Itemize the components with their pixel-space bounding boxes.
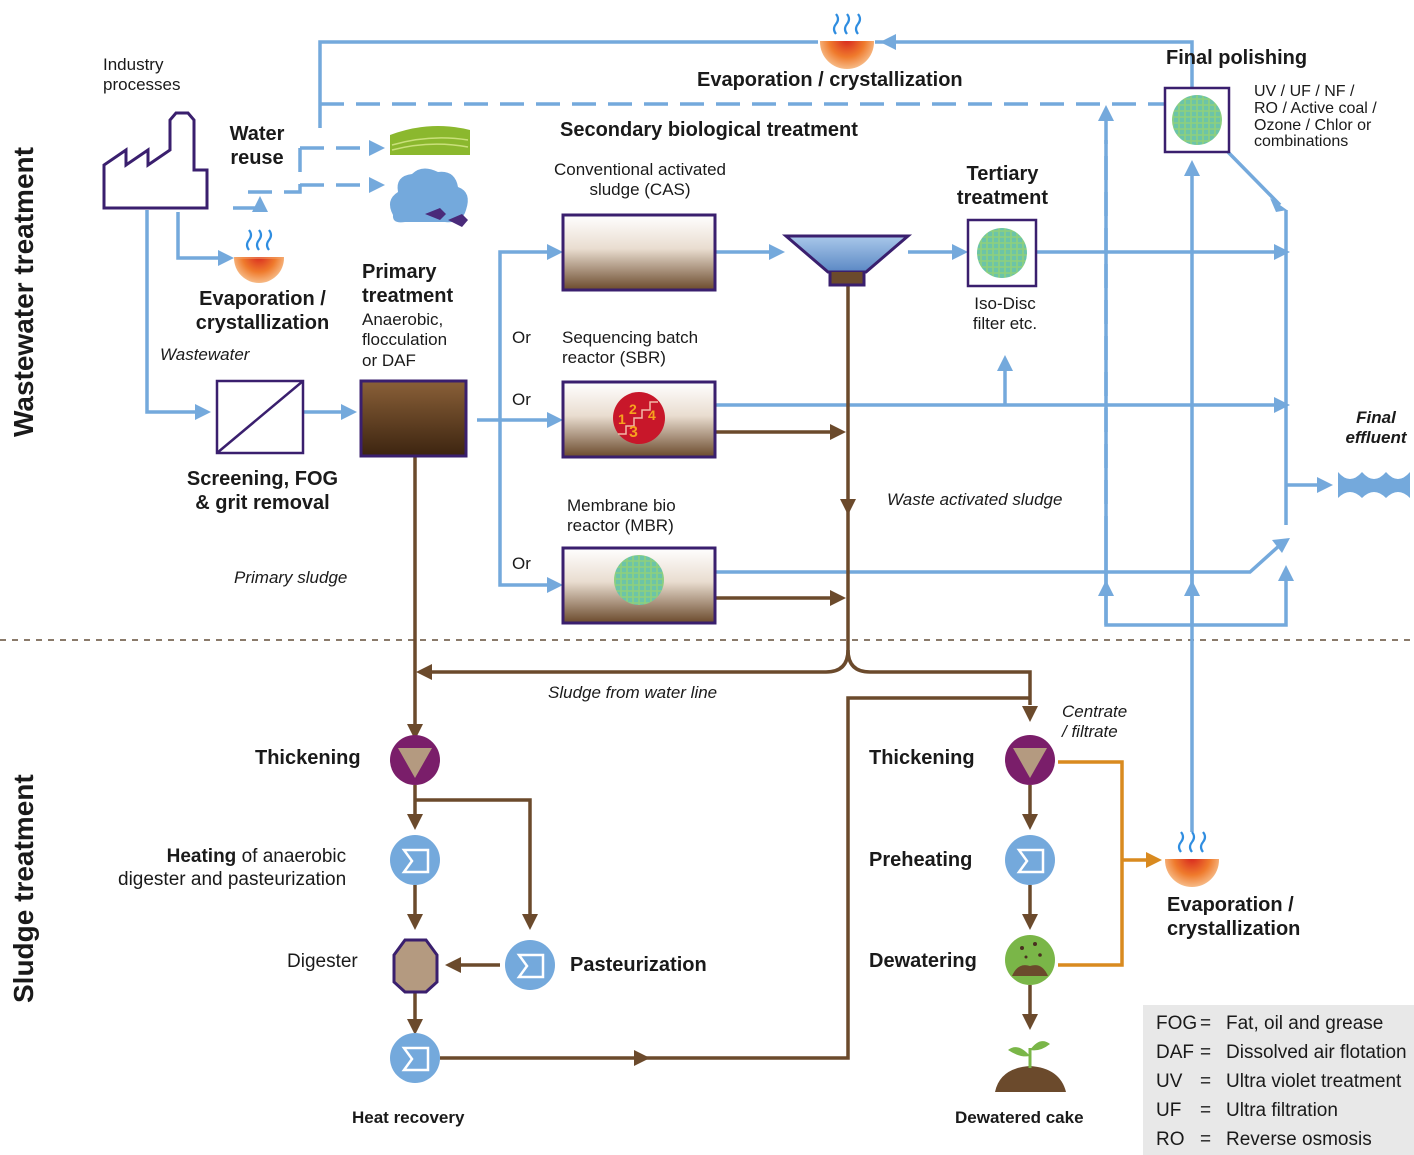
thickening-label-left: Thickening bbox=[255, 747, 361, 769]
legend-row: FOG=Fat, oil and grease bbox=[1156, 1013, 1384, 1034]
or-label-3: Or bbox=[512, 554, 531, 573]
section-label-wastewater: Wastewater treatment bbox=[8, 147, 39, 437]
final-polishing-title: Final polishing bbox=[1166, 47, 1308, 69]
legend-row: UF=Ultra filtration bbox=[1156, 1100, 1338, 1121]
centrate-arrowhead bbox=[1146, 852, 1162, 868]
polishing-methods-label: UV / UF / NF /RO / Active coal /Ozone / … bbox=[1254, 83, 1377, 151]
pasteurization-label: Pasteurization bbox=[570, 954, 707, 976]
screening-label: Screening, FOG& grit removal bbox=[186, 468, 339, 514]
sbr-digit-4: 4 bbox=[648, 407, 656, 423]
centrate-line bbox=[1058, 760, 1148, 967]
reuse-lines bbox=[240, 102, 1165, 540]
abbreviation-legend: FOG=Fat, oil and grease DAF=Dissolved ai… bbox=[1143, 1005, 1414, 1155]
evaporation-label-top: Evaporation / crystallization bbox=[697, 69, 963, 91]
thickening-label-right: Thickening bbox=[869, 747, 975, 769]
dewatering-icon bbox=[1005, 935, 1055, 985]
legend-row: RO=Reverse osmosis bbox=[1156, 1129, 1372, 1150]
final-polishing-filter-icon bbox=[1163, 86, 1231, 154]
river-fish-icon bbox=[389, 168, 468, 227]
clarifier-icon bbox=[781, 234, 913, 287]
section-label-sludge: Sludge treatment bbox=[8, 774, 39, 1003]
or-label-1: Or bbox=[512, 328, 531, 347]
evaporation-label-left: Evaporation /crystallization bbox=[195, 288, 330, 334]
farmland-icon bbox=[390, 126, 470, 155]
evaporation-icon-right bbox=[1165, 831, 1219, 887]
primary-tank bbox=[359, 379, 468, 458]
sbr-digit-1: 1 bbox=[618, 411, 626, 427]
tertiary-filter-icon bbox=[966, 218, 1038, 288]
heat-recovery-label: Heat recovery bbox=[352, 1108, 465, 1127]
sbr-digit-2: 2 bbox=[629, 401, 637, 417]
cas-tank bbox=[561, 213, 717, 292]
waste-activated-sludge-label: Waste activated sludge bbox=[887, 490, 1063, 509]
dewatered-cake-icon bbox=[995, 1041, 1066, 1092]
effluent-wave-icon bbox=[1338, 472, 1410, 498]
heat-exchanger-glyphs bbox=[401, 848, 1045, 1072]
sbr-steps-icon: 1 2 3 4 bbox=[613, 392, 665, 444]
sludge-lines bbox=[413, 282, 1032, 1060]
thickener-left-icon bbox=[390, 735, 440, 785]
wastewater-label: Wastewater bbox=[160, 345, 250, 364]
legend-row: UV=Ultra violet treatment bbox=[1156, 1071, 1402, 1092]
dewatered-cake-label: Dewatered cake bbox=[955, 1108, 1084, 1127]
secondary-treatment-title: Secondary biological treatment bbox=[560, 119, 858, 141]
factory-icon bbox=[102, 111, 209, 210]
legend-row: DAF=Dissolved air flotation bbox=[1156, 1042, 1407, 1063]
centrate-label: Centrate/ filtrate bbox=[1062, 702, 1128, 742]
primary-sludge-label: Primary sludge bbox=[234, 568, 348, 587]
digester-label: Digester bbox=[287, 951, 358, 972]
evaporation-icon-top bbox=[820, 13, 874, 69]
water-arrowheads bbox=[195, 34, 1333, 596]
evaporation-icon-left bbox=[234, 229, 284, 283]
digester-icon bbox=[392, 938, 439, 994]
dewatering-label: Dewatering bbox=[869, 950, 977, 972]
or-label-2: Or bbox=[512, 390, 531, 409]
preheating-label: Preheating bbox=[869, 849, 973, 871]
sludge-from-water-line-label: Sludge from water line bbox=[548, 683, 718, 702]
evaporation-label-right: Evaporation /crystallization bbox=[1167, 894, 1301, 940]
screening-icon bbox=[215, 379, 305, 455]
sbr-digit-3: 3 bbox=[629, 424, 638, 441]
thickener-right-icon bbox=[1005, 735, 1055, 785]
sludge-arrowheads bbox=[407, 424, 1038, 1066]
mbr-membrane-icon bbox=[614, 555, 664, 605]
